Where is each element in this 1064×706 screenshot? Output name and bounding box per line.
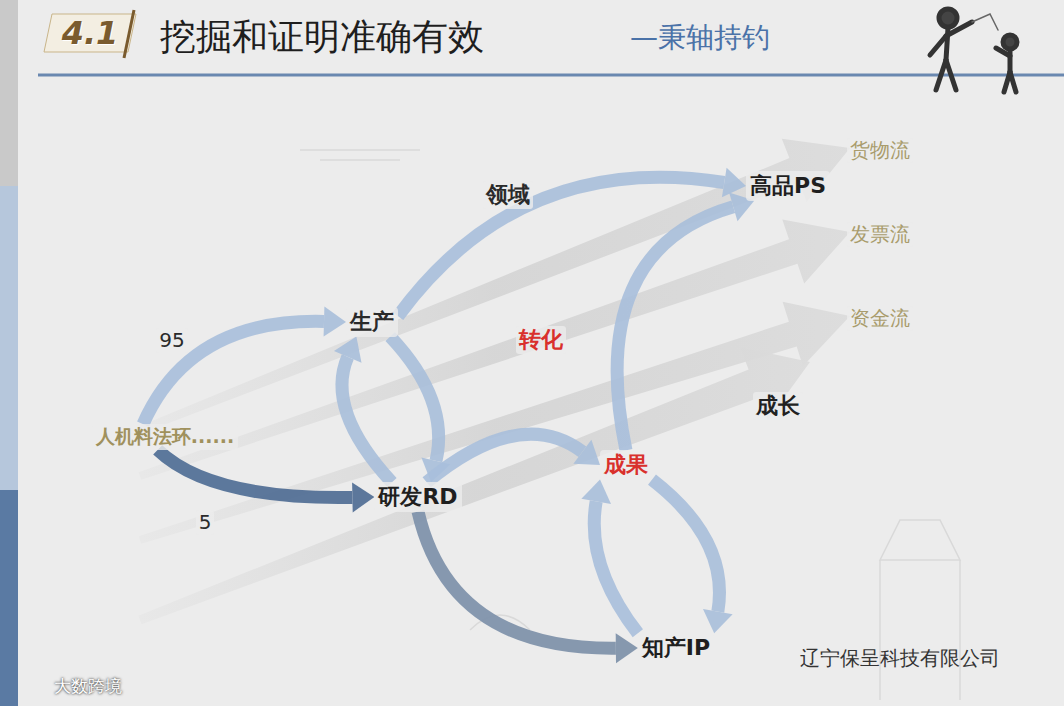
text-label: —秉轴持钓 [630, 22, 770, 54]
flow-connector [617, 192, 754, 450]
connector-path [418, 512, 616, 649]
arrowhead [324, 306, 346, 336]
flow-connector [581, 480, 637, 634]
flow-arrow [139, 302, 850, 544]
flow-connector [334, 337, 392, 483]
arrowhead [616, 633, 638, 663]
text-node: 人机料法环...... [92, 424, 238, 450]
flow-connector [143, 306, 346, 424]
node-text: 研发RD [378, 484, 457, 509]
edge-label: 转化 [516, 326, 566, 353]
connector-path [398, 177, 724, 316]
text-label: 成长 [753, 392, 803, 419]
connector-path [143, 321, 324, 424]
connector-path [652, 480, 719, 612]
flow-connector [390, 337, 450, 483]
connector-path [617, 207, 733, 451]
arrowhead [703, 609, 733, 633]
title-rule [38, 74, 1064, 77]
flow-connector [427, 434, 600, 482]
node-text: 知产IP [642, 635, 710, 660]
connector-path [594, 501, 638, 633]
arrowhead [573, 440, 600, 465]
text-label: 发票流 [847, 222, 913, 247]
edge-label: 领域 [483, 181, 533, 208]
flow-connector [398, 168, 746, 316]
node-text: 人机料法环...... [96, 426, 234, 448]
text-node: 研发RD [374, 482, 461, 511]
watermark: 辽宁保呈科技有限公司 [800, 647, 1000, 670]
side-bar [0, 0, 18, 186]
text-label: 货物流 [847, 138, 913, 163]
text-node: 生产 [346, 307, 398, 336]
arrowhead [352, 482, 374, 512]
flow-connector [652, 480, 733, 634]
watermark: 大数跨境 [54, 677, 122, 697]
connector-path [342, 357, 392, 482]
text-node: 知产IP [638, 633, 714, 662]
connector-path [158, 450, 353, 498]
flow-arrow [138, 347, 810, 624]
figure-icon [930, 9, 1017, 92]
flow-arrows [138, 139, 850, 625]
text-label: 资金流 [847, 306, 913, 331]
badge-slash [124, 10, 134, 58]
node-text: 高品PS [750, 173, 826, 198]
text-label: 4.1 [62, 15, 119, 52]
text-node: 高品PS [746, 171, 830, 200]
arrowhead [722, 168, 746, 198]
edge-label: 5 [196, 510, 215, 535]
node-text: 成果 [604, 452, 648, 477]
sketch-texture [300, 150, 960, 700]
arrowhead [334, 337, 362, 363]
connector-path [427, 434, 583, 482]
node-text: 生产 [350, 309, 394, 334]
title: 挖掘和证明准确有效 [160, 16, 484, 57]
side-bar [0, 186, 18, 490]
text-node: 成果 [600, 450, 652, 479]
edge-label: 95 [156, 328, 187, 353]
arrowhead [581, 480, 611, 504]
side-bar [0, 490, 18, 706]
flow-connector [158, 450, 375, 512]
connector-path [390, 337, 438, 461]
title-badge [44, 14, 136, 52]
